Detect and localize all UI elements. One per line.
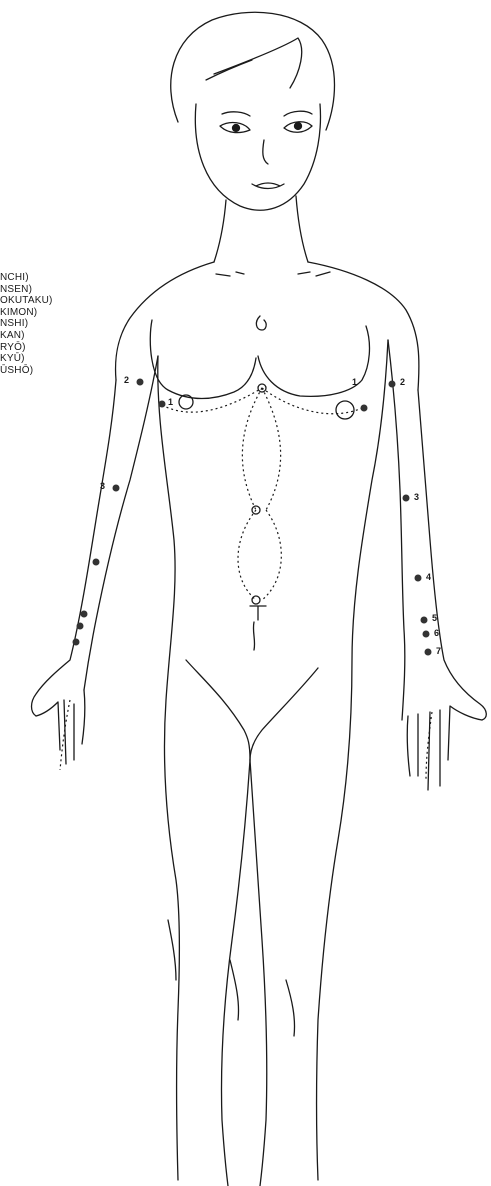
point-lower: [252, 596, 260, 604]
point-left-6: [77, 623, 84, 630]
right-arm-outer: [418, 390, 486, 720]
label-right-6: 6: [434, 629, 439, 638]
legend-item: ŪSHŌ): [0, 365, 53, 377]
legend-item: RYŌ): [0, 342, 53, 354]
label-right-3: 3: [414, 493, 419, 502]
point-left-2: [137, 379, 144, 386]
left-arm-outer: [32, 380, 117, 716]
label-left-3: 3: [100, 482, 105, 491]
right-arm-inner: [388, 340, 405, 720]
breast-line-right: [262, 388, 366, 414]
label-left-2: 2: [124, 376, 129, 385]
left-breast: [150, 320, 256, 399]
point-right-5: [421, 617, 428, 624]
face-outline: [195, 104, 320, 210]
torso-left: [158, 356, 180, 1180]
point-left-5: [81, 611, 88, 618]
legend-item: NCHI): [0, 272, 53, 284]
shoulders: [116, 262, 419, 390]
point-right-3: [403, 495, 410, 502]
mouth: [252, 183, 284, 189]
inner-legs: [221, 760, 250, 1186]
point-right-6: [423, 631, 430, 638]
point-right-4: [415, 575, 422, 582]
right-hand: [407, 706, 482, 790]
label-left-1: 1: [168, 398, 173, 407]
label-right-5: 5: [432, 614, 437, 623]
left-hand: [36, 690, 85, 764]
point-left-3: [113, 485, 120, 492]
right-nipple: [336, 401, 354, 419]
nose: [263, 140, 268, 164]
legend-item: OKUTAKU): [0, 295, 53, 307]
point-right-2: [389, 381, 396, 388]
pubic-v: [186, 660, 250, 760]
legend-item: KYŪ): [0, 353, 53, 365]
sternum-mark: [256, 316, 266, 330]
point-legend: NCHI) NSEN) OKUTAKU) KIMON) NSHI) KAN) R…: [0, 272, 53, 376]
point-right-7: [425, 649, 432, 656]
legend-item: KAN): [0, 330, 53, 342]
vessel-upper: [242, 388, 280, 510]
hair-part: [214, 38, 302, 88]
legend-item: NSEN): [0, 284, 53, 296]
label-right-2: 2: [400, 378, 405, 387]
neck: [214, 200, 226, 262]
label-right-7: 7: [436, 647, 441, 656]
legend-item: NSHI): [0, 318, 53, 330]
label-right-1: 1: [352, 378, 357, 387]
point-left-4: [93, 559, 100, 566]
torso-right: [317, 340, 389, 1180]
label-right-4: 4: [426, 573, 431, 582]
point-left-1: [159, 401, 166, 408]
point-left-7: [73, 639, 80, 646]
point-right-1: [361, 405, 368, 412]
vessel-lower: [238, 510, 281, 600]
breast-line-left: [162, 388, 262, 412]
legend-item: KIMON): [0, 307, 53, 319]
